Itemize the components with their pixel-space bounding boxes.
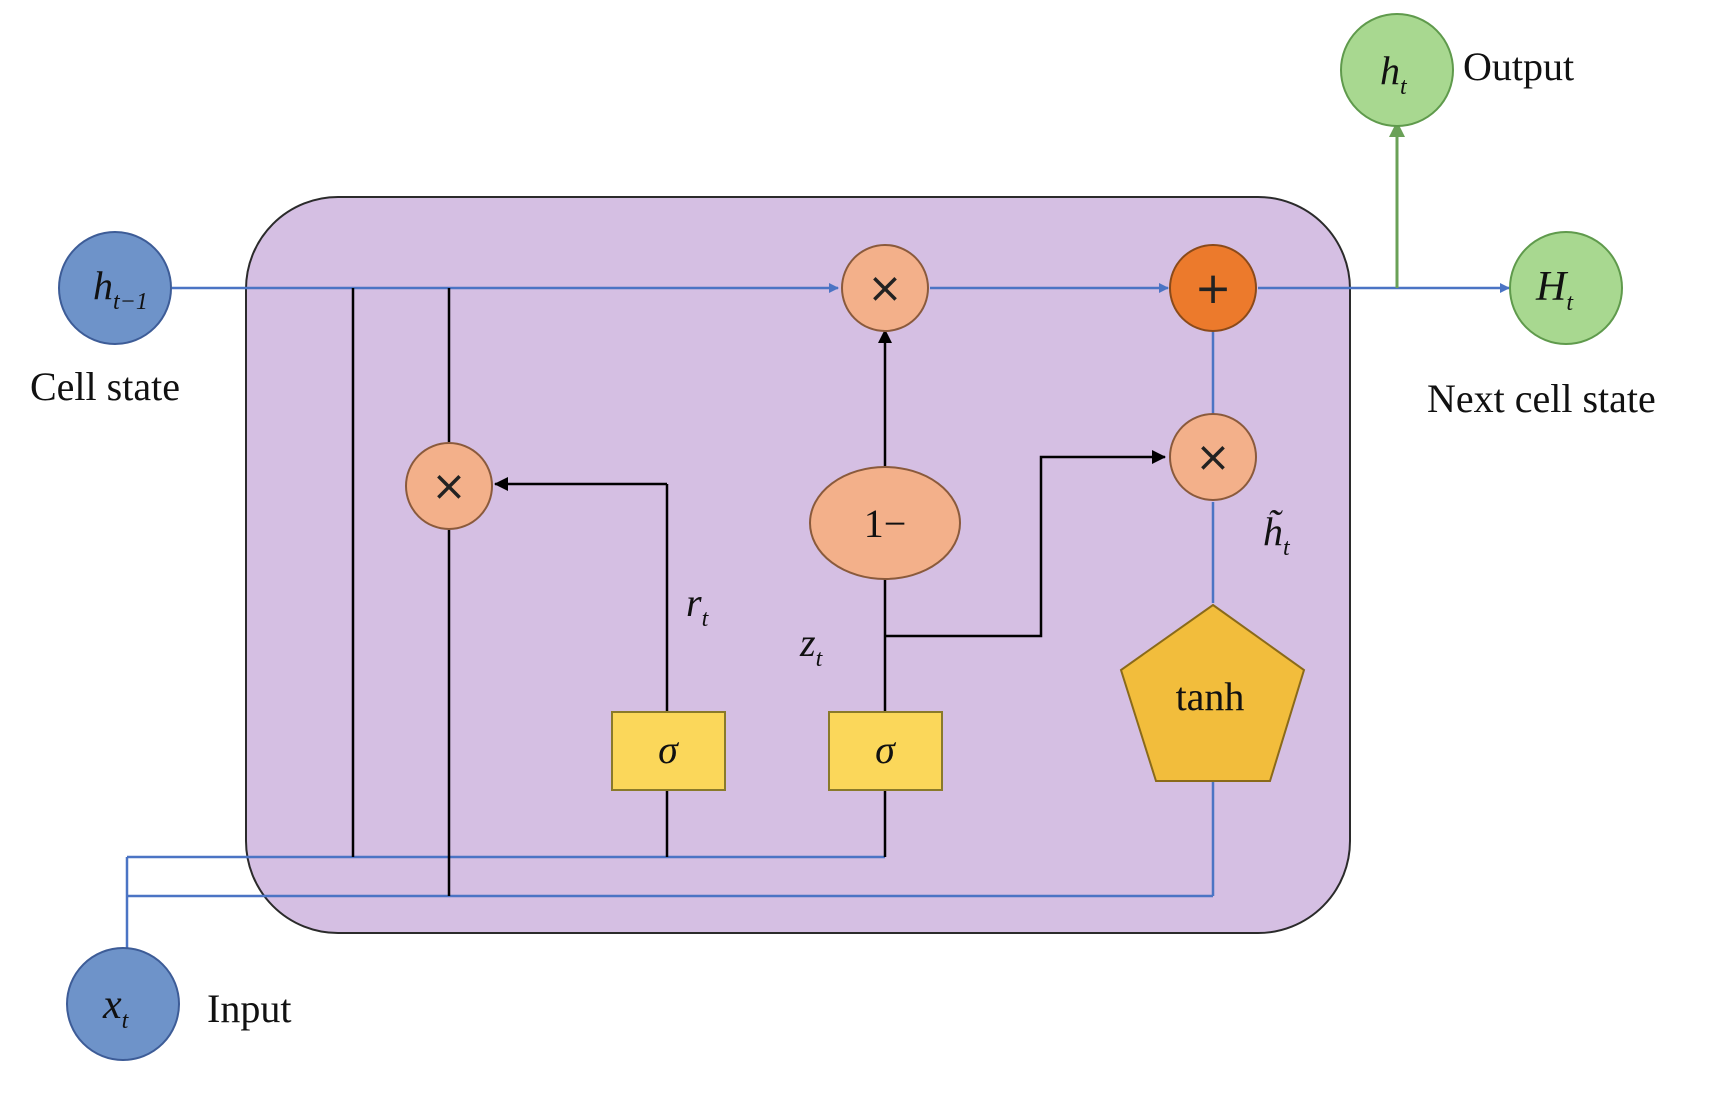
gru-cell-body <box>245 196 1351 934</box>
one-minus-node: 1− <box>809 466 961 580</box>
svg-text:ht: ht <box>1380 48 1408 100</box>
gate-lines <box>351 288 1166 896</box>
z-t-label: zt <box>799 620 824 672</box>
candidate-multiply-node: × <box>1169 413 1257 501</box>
svg-text:1−: 1− <box>864 501 907 546</box>
svg-text:tanh: tanh <box>1176 674 1245 719</box>
reset-gate-sigma: σ <box>611 711 726 791</box>
svg-text:+: + <box>1195 263 1232 314</box>
svg-text:Ht: Ht <box>1535 264 1574 316</box>
svg-text:×: × <box>1195 432 1230 481</box>
svg-text:σ: σ <box>658 727 679 772</box>
reset-multiply-node: × <box>405 442 493 530</box>
r-t-label: rt <box>686 580 710 632</box>
H-t-node: Ht <box>1509 231 1623 345</box>
input-label: Input <box>207 986 291 1031</box>
next-cell-state-label: Next cell state <box>1427 376 1656 421</box>
x-t-node: xt <box>66 947 180 1061</box>
output-label: Output <box>1463 44 1574 89</box>
cell-state-line <box>125 283 1510 954</box>
h-tilde-label: h̃t <box>1263 509 1291 561</box>
cell-state-label: Cell state <box>30 364 180 409</box>
svg-text:×: × <box>431 461 466 510</box>
update-multiply-node: × <box>841 244 929 332</box>
svg-text:σ: σ <box>875 727 896 772</box>
add-node: + <box>1169 244 1257 332</box>
svg-text:xt: xt <box>102 982 130 1034</box>
h-prev-node: ht−1 <box>58 231 172 345</box>
tanh-node: tanh <box>1119 603 1306 782</box>
update-gate-sigma: σ <box>828 711 943 791</box>
h-t-output-node: ht <box>1340 13 1454 127</box>
svg-text:×: × <box>867 263 902 312</box>
svg-text:ht−1: ht−1 <box>93 263 148 315</box>
